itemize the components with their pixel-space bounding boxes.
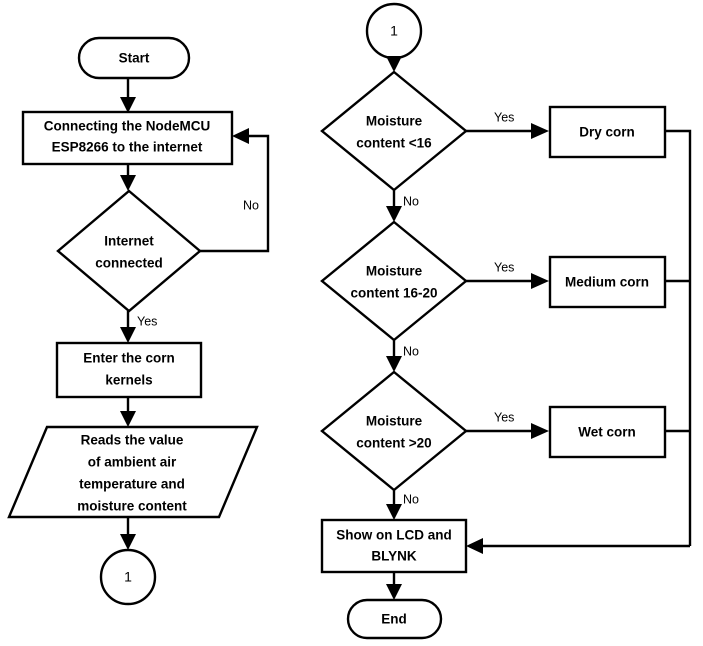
node-show-lcd-blynk: Show on LCD and BLYNK [320,518,468,574]
edge-start-to-connect [120,78,136,113]
moisture-gt20-label-line2: content >20 [356,436,431,451]
edge-connect-to-internet-decision [120,164,136,191]
internet-connected-shape [56,189,202,313]
arrowhead [466,538,483,554]
edge-line [665,129,692,546]
connect-nodemcu-label-line2: ESP8266 to the internet [52,140,203,155]
arrowhead [120,534,136,550]
arrowhead [531,123,549,139]
node-medium-corn: Medium corn [548,255,667,309]
edge-internet-no-loopback: No [200,128,270,253]
node-internet-connected: Internet connected [56,189,202,313]
edge-label-m16-20-yes: Yes [494,260,514,274]
moisture-16-20-shape [320,220,468,342]
edge-label-lt16-yes: Yes [494,110,514,124]
wet-corn-shape [548,405,667,459]
edge-show-lcd-to-end [386,572,402,600]
end-label: End [381,612,407,627]
arrowhead [120,327,136,343]
node-start: Start [77,36,191,80]
edge-internet-yes: Yes [120,311,157,343]
arrowhead [120,411,136,427]
edge-gt20-no: No [386,490,419,520]
reads-value-label-line1: Reads the value [81,433,184,448]
node-end: End [346,598,443,640]
medium-corn-label: Medium corn [565,275,649,290]
connector-in-label: 1 [390,23,398,39]
edge-merge-to-show-lcd [466,538,690,554]
start-label: Start [119,51,150,66]
edge-label-gt20-yes: Yes [494,410,514,424]
edge-line [200,134,270,253]
node-reads-value: Reads the value of ambient air temperatu… [7,425,259,519]
connector-out-shape [99,548,157,606]
node-moisture-16-20: Moisture content 16-20 [320,220,468,342]
node-dry-corn: Dry corn [548,105,667,159]
node-connector-out: 1 [99,548,157,606]
node-moisture-lt16: Moisture content <16 [320,70,468,192]
reads-value-label-line2: of ambient air [88,455,177,470]
moisture-gt20-label-line1: Moisture [366,414,423,429]
arrowhead [120,97,136,113]
moisture-gt20-shape [320,370,468,492]
edge-m16-20-no: No [386,340,419,372]
enter-kernels-label-line1: Enter the corn [83,351,175,366]
start-terminator-shape [77,36,191,80]
edge-label-internet-yes: Yes [137,314,157,328]
moisture-16-20-label-line2: content 16-20 [350,286,437,301]
node-connector-in: 1 [365,2,423,60]
internet-connected-label-line1: Internet [104,234,154,249]
node-connect-nodemcu: Connecting the NodeMCU ESP8266 to the in… [21,110,234,166]
edge-lt16-yes: Yes [466,110,549,139]
edge-gt20-yes: Yes [466,410,549,439]
reads-value-label-line3: temperature and [79,477,185,492]
end-terminator-shape [346,598,443,640]
edge-dry-corn-merge [665,129,692,546]
arrowhead [386,56,402,72]
arrowhead [531,423,549,439]
internet-connected-label-line2: connected [95,256,163,271]
connect-nodemcu-label-line1: Connecting the NodeMCU [44,119,211,134]
edge-label-gt20-no: No [403,492,419,506]
connect-nodemcu-shape [21,110,234,166]
edge-lt16-no: No [386,190,419,222]
arrowhead [232,128,249,144]
edge-label-lt16-no: No [403,194,419,208]
moisture-16-20-label-line1: Moisture [366,264,423,279]
wet-corn-label: Wet corn [578,425,636,440]
edge-kernels-to-reads [120,397,136,427]
moisture-lt16-shape [320,70,468,192]
edge-connector-to-lt16 [386,56,402,72]
arrowhead [531,273,549,289]
node-enter-kernels: Enter the corn kernels [55,341,203,399]
show-lcd-blynk-label-line1: Show on LCD and [336,528,452,543]
reads-value-label-line4: moisture content [77,499,187,514]
edge-label-m16-20-no: No [403,344,419,358]
connector-out-label: 1 [124,569,132,585]
edge-label-internet-no: No [243,198,259,212]
moisture-lt16-label-line1: Moisture [366,114,423,129]
reads-value-shape [7,425,259,519]
moisture-lt16-label-line2: content <16 [356,136,432,151]
enter-kernels-label-line2: kernels [105,373,152,388]
edge-reads-to-connector-out [120,517,136,550]
edge-m16-20-yes: Yes [466,260,549,289]
node-wet-corn: Wet corn [548,405,667,459]
arrowhead [120,175,136,191]
arrowhead [386,584,402,600]
arrowhead [386,206,402,222]
arrowhead [386,504,402,520]
dry-corn-label: Dry corn [579,125,635,140]
node-moisture-gt20: Moisture content >20 [320,370,468,492]
arrowhead [386,356,402,372]
show-lcd-blynk-label-line2: BLYNK [371,549,417,564]
dry-corn-shape [548,105,667,159]
